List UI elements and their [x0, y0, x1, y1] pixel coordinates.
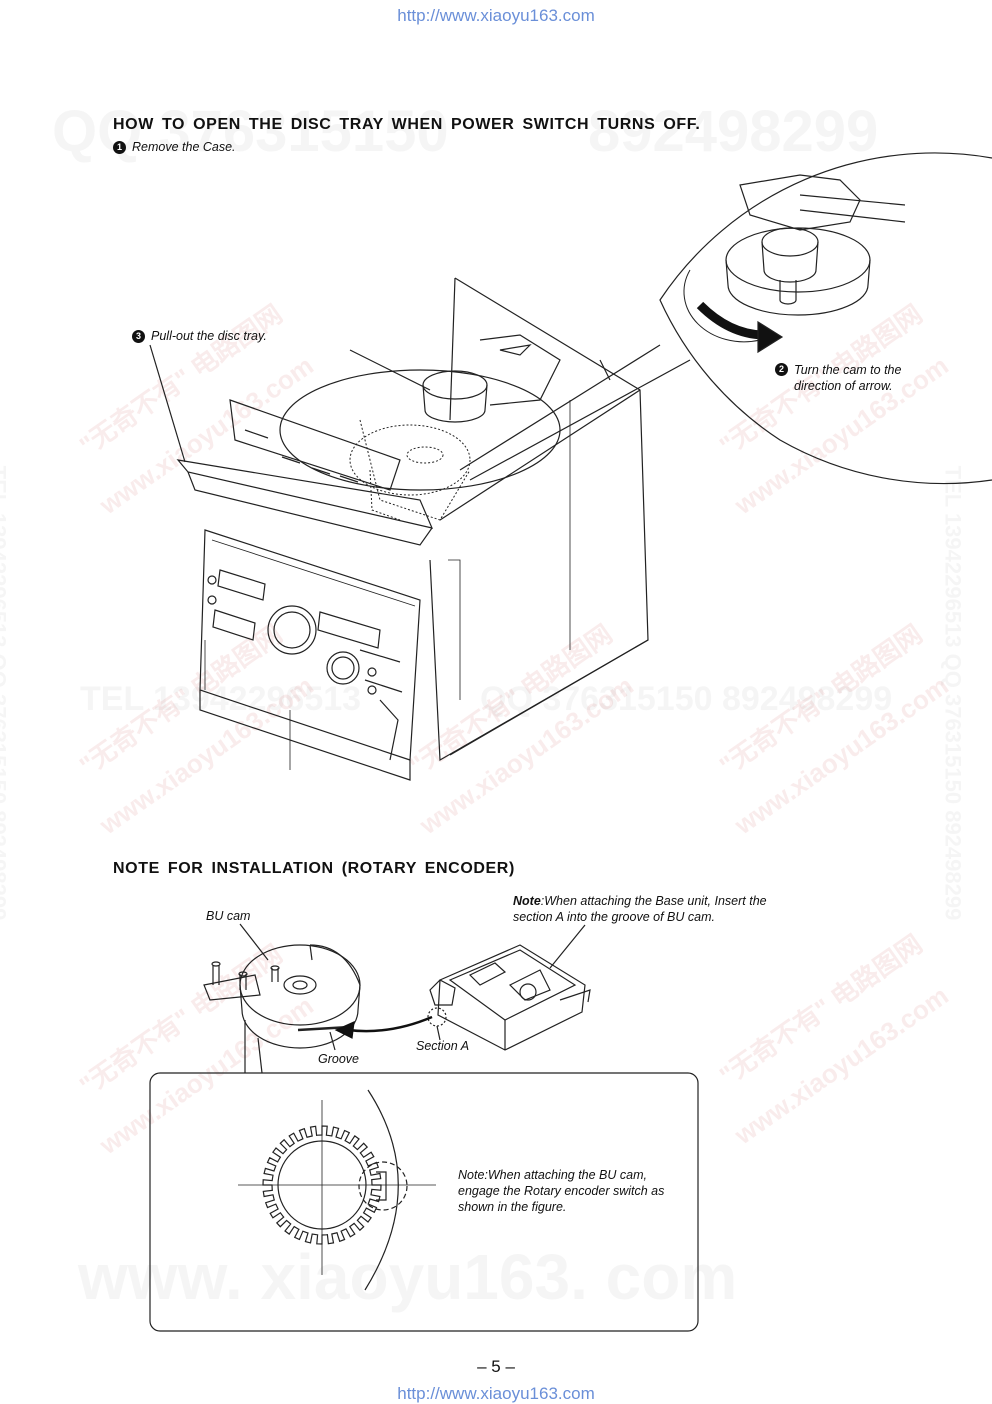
stereo-unit-illustration	[149, 152, 992, 781]
footer-url[interactable]: http://www.xiaoyu163.com	[397, 1384, 595, 1403]
step-3: 3 Pull-out the disc tray.	[132, 329, 267, 343]
section1-title: HOW TO OPEN THE DISC TRAY WHEN POWER SWI…	[113, 116, 701, 133]
step-2-number: 2	[775, 363, 788, 376]
note-bu-cam: Note:When attaching the BU cam, engage t…	[458, 1168, 665, 1214]
header-url[interactable]: http://www.xiaoyu163.com	[397, 6, 595, 25]
page-number: – 5 –	[477, 1357, 515, 1376]
watermark-big-site: www. xiaoyu163. com	[78, 1241, 738, 1313]
step-2-text: Turn the cam to the direction of arrow.	[794, 363, 902, 393]
step-3-text: Pull-out the disc tray.	[151, 329, 267, 343]
section2-title: NOTE FOR INSTALLATION (ROTARY ENCODER)	[113, 860, 515, 877]
note-base-unit: Note:When attaching the Base unit, Inser…	[513, 893, 803, 925]
step-1: 1 Remove the Case.	[113, 140, 236, 154]
note-base-unit-label: Note	[513, 894, 541, 908]
label-groove: Groove	[318, 1052, 359, 1066]
step-3-number: 3	[132, 330, 145, 343]
step-2: 2 Turn the cam to the direction of arrow…	[775, 362, 925, 394]
label-bu-cam: BU cam	[206, 909, 251, 923]
step-1-number: 1	[113, 141, 126, 154]
watermark-tel-line: TEL 13942296513	[80, 680, 362, 718]
step-1-text: Remove the Case.	[132, 140, 236, 154]
note-base-unit-text: :When attaching the Base unit, Insert th…	[513, 894, 767, 924]
label-section-a: Section A	[416, 1039, 470, 1053]
watermark-tel-qq: QQ 376315150 892498299	[480, 680, 893, 718]
watermark-qq-number: 892498299	[588, 99, 879, 164]
